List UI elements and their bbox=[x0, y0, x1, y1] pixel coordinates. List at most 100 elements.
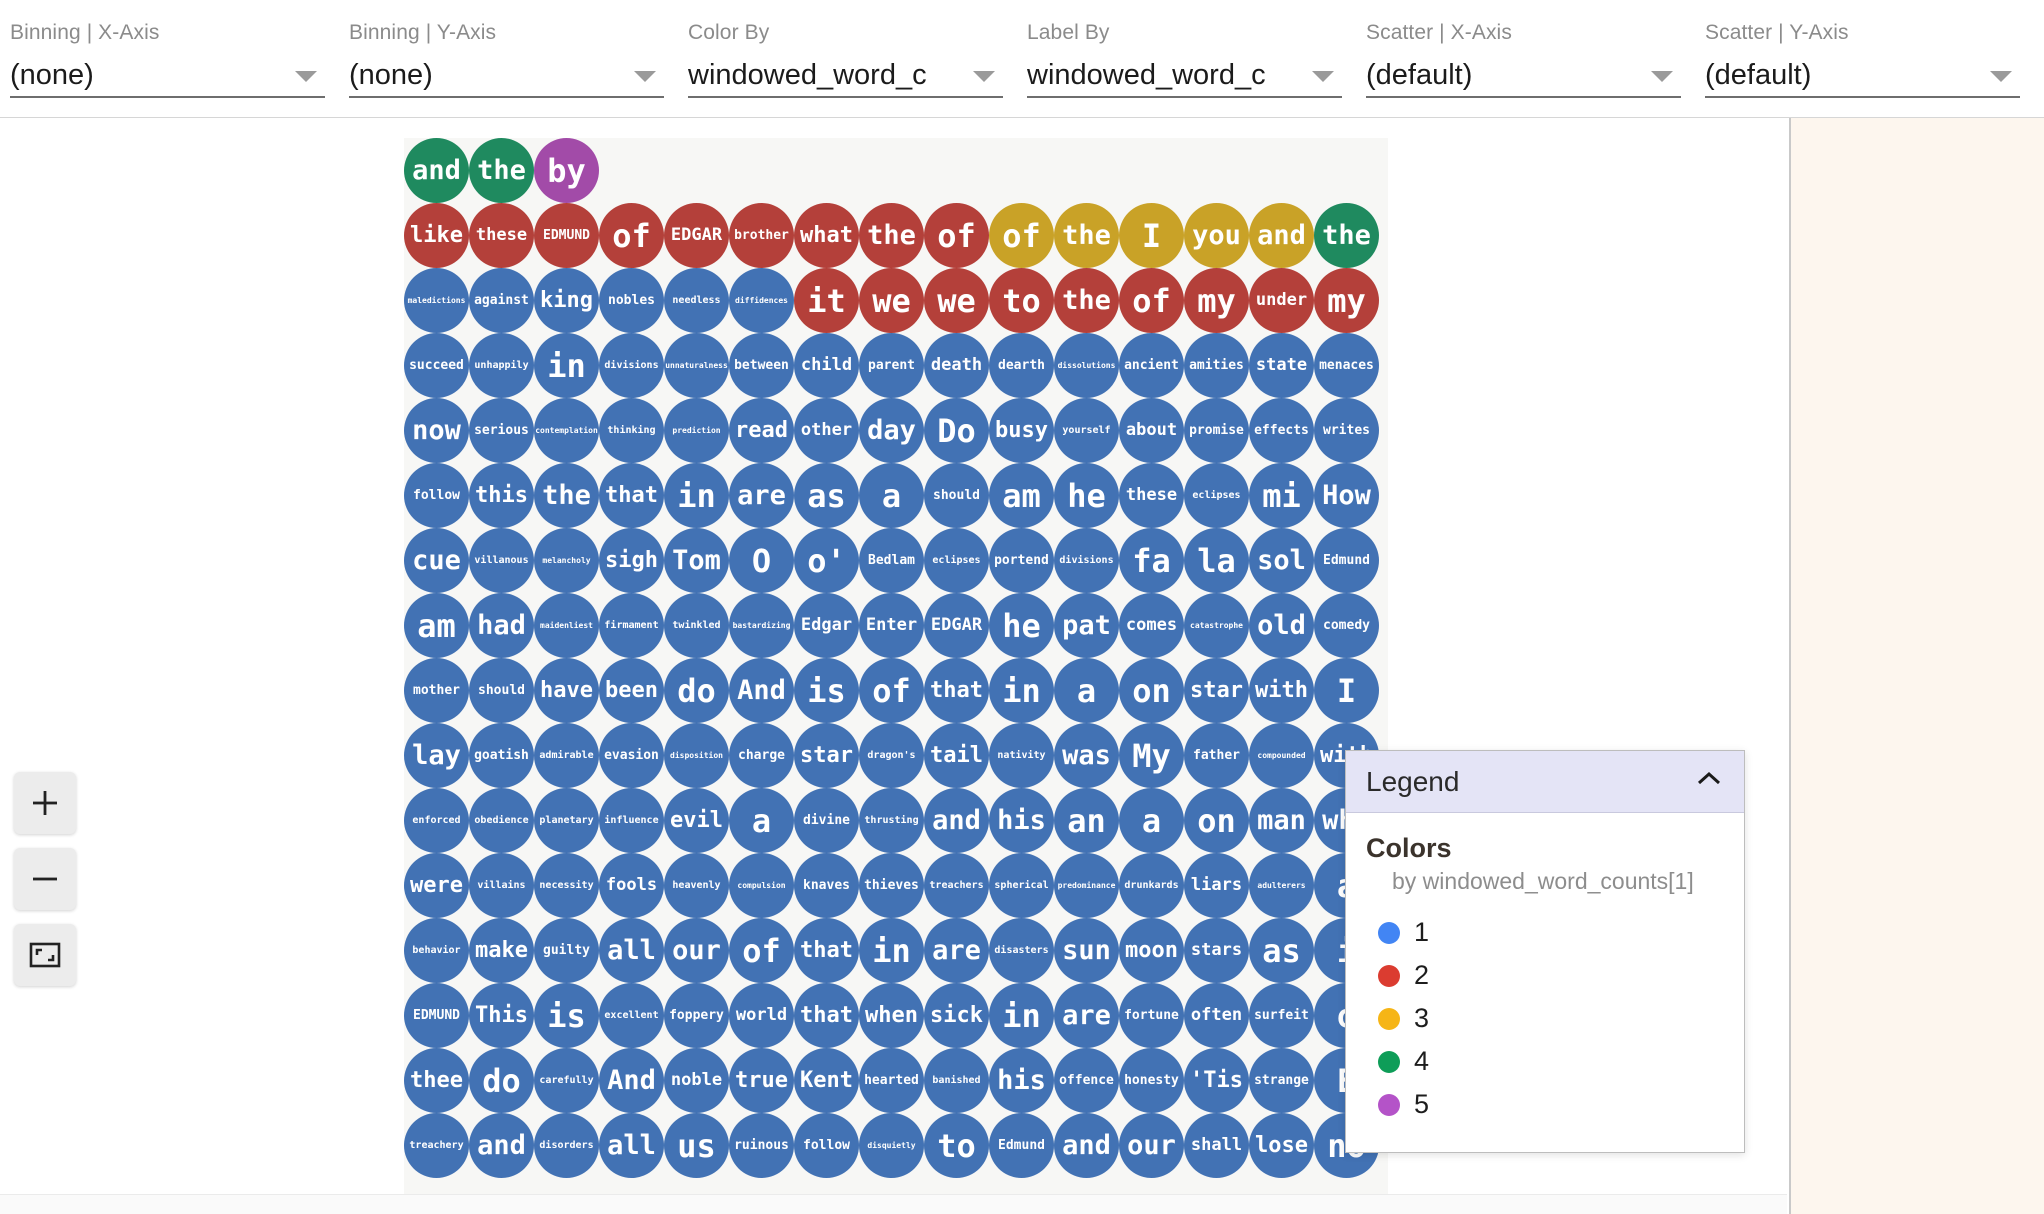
bubble-point[interactable]: fortune bbox=[1119, 983, 1184, 1048]
bubble-point[interactable]: brother bbox=[729, 203, 794, 268]
bubble-point[interactable]: ancient bbox=[1119, 333, 1184, 398]
bubble-point[interactable]: hearted bbox=[859, 1048, 924, 1113]
bubble-point[interactable]: dragon's bbox=[859, 723, 924, 788]
bubble-point[interactable]: foppery bbox=[664, 983, 729, 1048]
bubble-point[interactable]: guilty bbox=[534, 918, 599, 983]
bubble-point[interactable]: predominance bbox=[1054, 853, 1119, 918]
bubble-point[interactable]: Kent bbox=[794, 1048, 859, 1113]
fit-to-screen-button[interactable] bbox=[14, 924, 76, 986]
bubble-point[interactable]: eclipses bbox=[924, 528, 989, 593]
bubble-point[interactable]: as bbox=[794, 463, 859, 528]
bubble-point[interactable]: Edmund bbox=[989, 1113, 1054, 1178]
bubble-point[interactable]: of bbox=[859, 658, 924, 723]
bubble-point[interactable]: villains bbox=[469, 853, 534, 918]
bubble-point[interactable]: ruinous bbox=[729, 1113, 794, 1178]
bubble-point[interactable]: against bbox=[469, 268, 534, 333]
bubble-point[interactable]: lose bbox=[1249, 1113, 1314, 1178]
bubble-point[interactable]: state bbox=[1249, 333, 1314, 398]
bubble-point[interactable]: comes bbox=[1119, 593, 1184, 658]
bubble-point[interactable]: had bbox=[469, 593, 534, 658]
bubble-point[interactable]: true bbox=[729, 1048, 794, 1113]
bubble-point[interactable]: honesty bbox=[1119, 1048, 1184, 1113]
bubble-point[interactable]: eclipses bbox=[1184, 463, 1249, 528]
bubble-point[interactable]: parent bbox=[859, 333, 924, 398]
bubble-point[interactable]: the bbox=[1054, 268, 1119, 333]
bubble-point[interactable]: melancholy bbox=[534, 528, 599, 593]
bubble-point[interactable]: yourself bbox=[1054, 398, 1119, 463]
bubble-point[interactable]: all bbox=[599, 918, 664, 983]
bubble-point[interactable]: and bbox=[1054, 1113, 1119, 1178]
bubble-point[interactable]: And bbox=[729, 658, 794, 723]
legend-item[interactable]: 5 bbox=[1366, 1083, 1724, 1126]
zoom-out-button[interactable] bbox=[14, 848, 76, 910]
bubble-point[interactable]: banished bbox=[924, 1048, 989, 1113]
bubble-point[interactable]: shall bbox=[1184, 1113, 1249, 1178]
bubble-point[interactable]: tail bbox=[924, 723, 989, 788]
bubble-point[interactable]: needless bbox=[664, 268, 729, 333]
bubble-point[interactable]: the bbox=[534, 463, 599, 528]
bubble-point[interactable]: about bbox=[1119, 398, 1184, 463]
bubble-point[interactable]: he bbox=[989, 593, 1054, 658]
bubble-point[interactable]: is bbox=[534, 983, 599, 1048]
bubble-point[interactable]: treachery bbox=[404, 1113, 469, 1178]
bubble-point[interactable]: I bbox=[1119, 203, 1184, 268]
bubble-point[interactable]: twinkled bbox=[664, 593, 729, 658]
bubble-point[interactable]: were bbox=[404, 853, 469, 918]
bubble-point[interactable]: that bbox=[924, 658, 989, 723]
bubble-point[interactable]: la bbox=[1184, 528, 1249, 593]
bubble-point[interactable]: other bbox=[794, 398, 859, 463]
bubble-point[interactable]: king bbox=[534, 268, 599, 333]
bubble-point[interactable]: EDGAR bbox=[924, 593, 989, 658]
bubble-point[interactable]: maidenliest bbox=[534, 593, 599, 658]
bubble-point[interactable]: our bbox=[664, 918, 729, 983]
bubble-point[interactable]: follow bbox=[794, 1113, 859, 1178]
bubble-point[interactable]: do bbox=[664, 658, 729, 723]
bubble-point[interactable]: what bbox=[794, 203, 859, 268]
bubble-point[interactable]: child bbox=[794, 333, 859, 398]
bubble-point[interactable]: read bbox=[729, 398, 794, 463]
bubble-point[interactable]: disposition bbox=[664, 723, 729, 788]
chevron-down-icon[interactable] bbox=[973, 71, 995, 82]
chevron-down-icon[interactable] bbox=[1651, 71, 1673, 82]
bubble-point[interactable]: the bbox=[1314, 203, 1379, 268]
bubble-point[interactable]: carefully bbox=[534, 1048, 599, 1113]
bubble-point[interactable]: of bbox=[1119, 268, 1184, 333]
bubble-point[interactable]: us bbox=[664, 1113, 729, 1178]
bubble-point[interactable]: often bbox=[1184, 983, 1249, 1048]
bubble-point[interactable]: a bbox=[729, 788, 794, 853]
bubble-point[interactable]: thieves bbox=[859, 853, 924, 918]
bubble-point[interactable]: This bbox=[469, 983, 534, 1048]
bubble-point[interactable]: cue bbox=[404, 528, 469, 593]
legend-item[interactable]: 4 bbox=[1366, 1040, 1724, 1083]
bubble-point[interactable]: planetary bbox=[534, 788, 599, 853]
bubble-point[interactable]: offence bbox=[1054, 1048, 1119, 1113]
bubble-point[interactable]: star bbox=[794, 723, 859, 788]
chevron-up-icon[interactable] bbox=[1696, 771, 1722, 792]
bubble-point[interactable]: been bbox=[599, 658, 664, 723]
bubble-point[interactable]: in bbox=[664, 463, 729, 528]
bubble-point[interactable]: with bbox=[1249, 658, 1314, 723]
bubble-point[interactable]: the bbox=[469, 138, 534, 203]
bubble-point[interactable]: we bbox=[859, 268, 924, 333]
bubble-point[interactable]: man bbox=[1249, 788, 1314, 853]
bubble-point[interactable]: EDMUND bbox=[534, 203, 599, 268]
bubble-point[interactable]: My bbox=[1119, 723, 1184, 788]
bubble-point[interactable]: influence bbox=[599, 788, 664, 853]
bubble-point[interactable]: treachers bbox=[924, 853, 989, 918]
legend-item[interactable]: 1 bbox=[1366, 911, 1724, 954]
bubble-point[interactable]: portend bbox=[989, 528, 1054, 593]
chevron-down-icon[interactable] bbox=[634, 71, 656, 82]
bubble-point[interactable]: Tom bbox=[664, 528, 729, 593]
bubble-point[interactable]: promise bbox=[1184, 398, 1249, 463]
dropdown-select[interactable]: (none) bbox=[10, 54, 325, 98]
bubble-point[interactable]: thrusting bbox=[859, 788, 924, 853]
bubble-point[interactable]: am bbox=[404, 593, 469, 658]
bubble-point[interactable]: of bbox=[729, 918, 794, 983]
bubble-point[interactable]: should bbox=[469, 658, 534, 723]
bubble-point[interactable]: nobles bbox=[599, 268, 664, 333]
bubble-point[interactable]: was bbox=[1054, 723, 1119, 788]
bubble-point[interactable]: evasion bbox=[599, 723, 664, 788]
bubble-point[interactable]: you bbox=[1184, 203, 1249, 268]
bubble-point[interactable]: like bbox=[404, 203, 469, 268]
